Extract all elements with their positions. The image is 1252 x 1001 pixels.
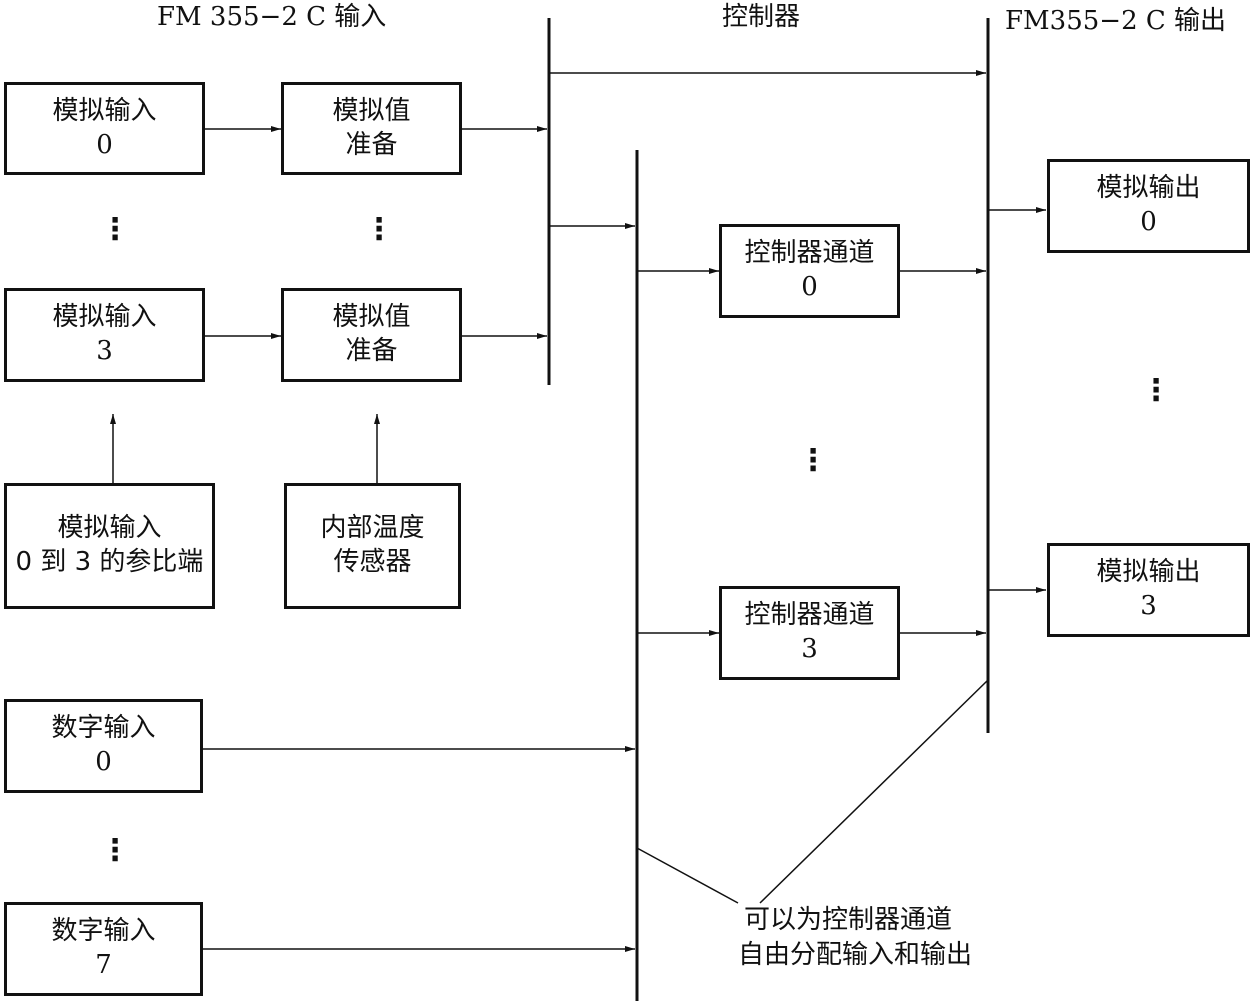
analog-output-index: 3 bbox=[1140, 591, 1157, 621]
note-line2: 自由分配输入和输出 bbox=[738, 940, 973, 971]
analog-input-0-box: 模拟输入 0 bbox=[4, 82, 205, 175]
value-prep-0-box: 模拟值 准备 bbox=[281, 82, 462, 175]
controller-channel-0-box: 控制器通道 0 bbox=[719, 224, 900, 318]
controller-channel-index: 3 bbox=[801, 634, 818, 664]
analog-output-index: 0 bbox=[1140, 207, 1157, 237]
ellipsis-value-prep: ⋮ bbox=[364, 212, 394, 247]
value-prep-line2: 准备 bbox=[345, 336, 398, 366]
digital-input-index: 7 bbox=[95, 950, 112, 980]
analog-output-label: 模拟输出 bbox=[1096, 557, 1201, 588]
free-assignment-note: 可以为控制器通道 自由分配输入和输出 bbox=[738, 903, 972, 973]
header-controller: 控制器 bbox=[722, 2, 801, 32]
controller-channel-label: 控制器通道 bbox=[744, 600, 875, 631]
analog-input-3-box: 模拟输入 3 bbox=[4, 288, 205, 382]
analog-input-index: 3 bbox=[96, 336, 113, 366]
analog-input-label: 模拟输入 bbox=[52, 95, 157, 126]
analog-output-0-box: 模拟输出 0 bbox=[1047, 159, 1250, 253]
analog-input-label: 模拟输入 bbox=[52, 302, 157, 333]
value-prep-3-box: 模拟值 准备 bbox=[281, 288, 462, 382]
ellipsis-analog-inputs: ⋮ bbox=[100, 212, 130, 247]
temperature-sensor-line1: 内部温度 bbox=[320, 513, 425, 544]
digital-input-label: 数字输入 bbox=[51, 713, 156, 744]
temperature-sensor-line2: 传感器 bbox=[333, 547, 412, 577]
digital-input-label: 数字输入 bbox=[51, 916, 156, 947]
ellipsis-digital-inputs: ⋮ bbox=[100, 833, 130, 868]
reference-junction-line2: 0 到 3 的参比端 bbox=[15, 547, 204, 577]
header-input: FM 355−2 C 输入 bbox=[157, 2, 387, 32]
value-prep-line2: 准备 bbox=[345, 129, 398, 160]
ellipsis-controller-channels: ⋮ bbox=[798, 443, 828, 478]
controller-channel-label: 控制器通道 bbox=[744, 238, 875, 269]
controller-channel-index: 0 bbox=[801, 272, 818, 302]
ellipsis-analog-outputs: ⋮ bbox=[1141, 373, 1171, 408]
digital-input-7-box: 数字输入 7 bbox=[4, 902, 203, 996]
reference-junction-box: 模拟输入 0 到 3 的参比端 bbox=[4, 483, 215, 609]
temperature-sensor-box: 内部温度 传感器 bbox=[284, 483, 461, 609]
digital-input-index: 0 bbox=[95, 747, 112, 777]
note-line1: 可以为控制器通道 bbox=[744, 905, 953, 935]
callout-line-controller-bus bbox=[636, 847, 739, 904]
analog-output-label: 模拟输出 bbox=[1096, 173, 1201, 204]
callout-line-output-bus bbox=[759, 679, 989, 904]
analog-input-index: 0 bbox=[96, 129, 113, 160]
header-output: FM355−2 C 输出 bbox=[1005, 6, 1227, 36]
digital-input-0-box: 数字输入 0 bbox=[4, 699, 203, 793]
reference-junction-line1: 模拟输入 bbox=[57, 513, 162, 544]
value-prep-line1: 模拟值 bbox=[332, 95, 411, 126]
controller-channel-3-box: 控制器通道 3 bbox=[719, 586, 900, 680]
analog-output-3-box: 模拟输出 3 bbox=[1047, 543, 1250, 637]
value-prep-line1: 模拟值 bbox=[332, 302, 411, 333]
